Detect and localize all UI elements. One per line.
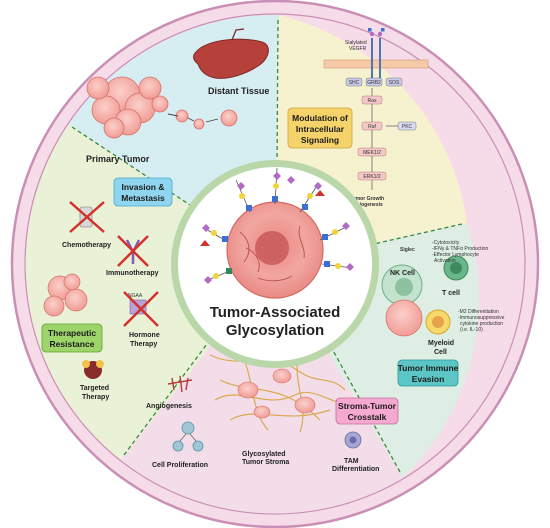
distant-tissue-label: Distant Tissue xyxy=(208,86,269,96)
immune-section: Siglec NK Cell T cell -Cytotoxicity -IFN… xyxy=(381,240,505,387)
stroma-box-line1: Stroma-Tumor xyxy=(338,401,397,411)
targeted-label-line1: Targeted xyxy=(80,385,109,392)
pathway-raf: Raf xyxy=(368,124,376,130)
resistance-label-line1: Therapeutic xyxy=(48,328,96,338)
center-title-line2: Glycosylation xyxy=(226,322,324,339)
tumor-cell-icon xyxy=(385,299,423,337)
adaptor-sos: SOS xyxy=(389,80,400,86)
hormone-therapy-icon: NGAA xyxy=(123,291,159,327)
stroma-cells xyxy=(237,368,316,419)
targeted-therapy-icon xyxy=(82,360,104,379)
signaling-label-line1: Modulation of xyxy=(292,113,348,123)
ngaa-label: NGAA xyxy=(128,293,143,299)
vegfr-receptor-icon xyxy=(371,38,381,78)
pathway-erk: ERK1/2 xyxy=(363,174,380,180)
myeloid-label-line1: Myeloid xyxy=(428,340,454,347)
myeloid-effect-3: cytokine production xyxy=(460,321,503,327)
cell-proliferation-icon xyxy=(172,421,204,452)
receptor-label-line2: VEGFR xyxy=(349,46,367,52)
angiogenesis-label: Angiogenesis xyxy=(146,403,192,410)
nk-effect-3: -Effector Lymphocyte xyxy=(432,252,479,258)
myeloid-effect-4: (i.e. IL-10) xyxy=(460,327,483,333)
signaling-label-box xyxy=(287,107,353,149)
nk-effect-1: -Cytotoxicity xyxy=(432,240,460,246)
stroma-section: Angiogenesis Cell Proliferation Glycosyl… xyxy=(146,349,399,473)
signaling-pathway: Ras Raf MEK1/2 ERK1/2 PKC xyxy=(357,88,417,190)
adaptor-proteins: SHC GRB2 SOS xyxy=(345,77,403,87)
center-title-line1: Tumor-Associated xyxy=(210,304,341,321)
nk-effects: -Cytotoxicity -IFNγ & TNFα Production -E… xyxy=(432,240,488,264)
myeloid-effects: -M2 Differentiation -Immunosuppressive c… xyxy=(458,309,505,333)
resistance-label-box xyxy=(41,323,103,353)
myeloid-effect-1: -M2 Differentiation xyxy=(458,309,499,315)
tam-label-line1: TAM xyxy=(344,458,359,465)
resistance-label-line2: Resistance xyxy=(50,339,95,349)
immunotherapy-label: Immunotherapy xyxy=(106,270,159,277)
tam-label-line2: Differentiation xyxy=(332,466,379,473)
invasion-section: Distant Tissue Primary Tumor Invasion & … xyxy=(86,28,269,207)
immune-label-line2: Evasion xyxy=(412,374,445,384)
myeloid-effect-2: -Immunosuppressive xyxy=(458,315,505,321)
pathway-mek: MEK1/2 xyxy=(363,150,381,156)
targeted-label-line2: Therapy xyxy=(82,394,109,401)
nk-effect-2: -IFNγ & TNFα Production xyxy=(432,246,488,252)
invasion-label-line1: Invasion & xyxy=(122,182,165,192)
chemo-cross-icon xyxy=(69,201,105,233)
tumor-vessels xyxy=(239,225,305,282)
hormone-label-line2: Therapy xyxy=(130,341,157,348)
t-cell-label: T cell xyxy=(442,290,460,297)
outcome-line1: Tumor Growth xyxy=(350,196,384,202)
primary-tumor-label: Primary Tumor xyxy=(86,154,150,164)
stroma-label-box xyxy=(335,397,399,425)
stroma-label-line2: Tumor Stroma xyxy=(242,459,289,466)
hormone-cross-icon xyxy=(123,291,159,327)
nk-cell-label: NK Cell xyxy=(390,270,415,277)
angiogenesis-icon xyxy=(167,375,193,393)
signaling-label-line3: Signaling xyxy=(301,135,339,145)
center-hub: Tumor-Associated Glycosylation xyxy=(171,160,379,368)
inner-ring-edge xyxy=(24,13,526,515)
chemotherapy-label: Chemotherapy xyxy=(62,242,111,249)
receptor-label-line1: Sialylated xyxy=(345,40,367,46)
outcome-line2: Angiogenesis xyxy=(350,202,383,208)
immune-label-line1: Tumor Immune xyxy=(398,363,459,373)
tumor-cluster-icon xyxy=(43,273,88,317)
stroma-box-line2: Crosstalk xyxy=(348,412,387,422)
immune-label-box xyxy=(397,359,459,387)
resistance-section: Chemotherapy Immunotherapy NGAA Hormone … xyxy=(41,201,160,401)
invasion-label-line2: Metastasis xyxy=(121,193,165,203)
cell-membrane xyxy=(323,59,429,69)
stroma-label-line1: Glycosylated xyxy=(242,451,286,458)
glycan-chains-icon xyxy=(200,167,354,284)
liver-icon xyxy=(193,38,269,79)
hormone-label-line1: Hormone xyxy=(129,332,160,339)
myeloid-label-line2: Cell xyxy=(434,349,447,356)
pathway-ras: Ras xyxy=(368,98,377,104)
metastasis-nodule xyxy=(220,109,238,127)
invasion-label-box xyxy=(113,177,173,207)
pathway-pkc: PKC xyxy=(402,124,413,130)
primary-tumor-icon xyxy=(86,76,169,139)
adaptor-shc: SHC xyxy=(349,80,360,86)
cell-proliferation-label: Cell Proliferation xyxy=(152,462,208,469)
sector-stroma xyxy=(121,264,403,514)
signaling-label-line2: Intracellular xyxy=(296,124,345,134)
chemotherapy-icon xyxy=(69,201,105,233)
immunotherapy-icon xyxy=(117,235,149,267)
siglec-label: Siglec xyxy=(400,247,415,253)
tumor-nucleus xyxy=(255,231,289,265)
immuno-cross-icon xyxy=(117,235,149,267)
nk-effect-4: Activation xyxy=(434,258,456,264)
signaling-section: Sialylated VEGFR SHC GRB2 SOS Ras Raf ME… xyxy=(287,28,429,208)
adaptor-grb2: GRB2 xyxy=(367,80,381,86)
